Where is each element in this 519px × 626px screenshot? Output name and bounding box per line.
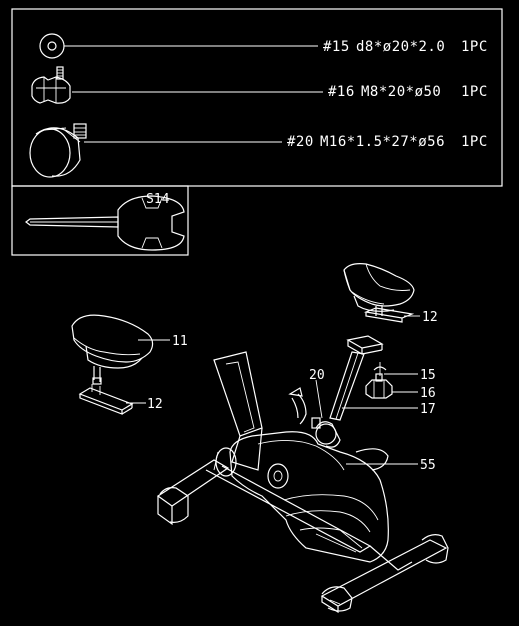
hardware-15-spec: d8*ø20*2.0 <box>356 39 445 55</box>
callout-11: 11 <box>172 334 188 349</box>
hardware-16-ref: #16 <box>328 84 355 100</box>
callout-15: 15 <box>420 368 436 383</box>
callout-17: 17 <box>420 402 436 417</box>
seat-slider-left <box>78 384 134 415</box>
callout-12-right: 12 <box>422 310 438 325</box>
star-knob-bolt-icon <box>31 66 71 104</box>
tool-box <box>11 185 189 256</box>
hardware-box <box>11 8 503 187</box>
bike-frame-drawing <box>156 351 449 614</box>
wrench-tool-icon <box>25 195 185 251</box>
hardware-15-qty: 1PC <box>461 39 488 55</box>
round-knob-icon <box>29 123 87 178</box>
washer-icon <box>39 33 65 59</box>
seat-post-drawing <box>329 335 384 421</box>
rotate-arrow-icon <box>288 387 307 425</box>
callout-20: 20 <box>309 368 325 383</box>
callout-55: 55 <box>420 458 436 473</box>
callout-16: 16 <box>420 386 436 401</box>
hardware-20-ref: #20 <box>287 134 314 150</box>
hardware-20-qty: 1PC <box>461 134 488 150</box>
hardware-20-spec: M16*1.5*27*ø56 <box>320 134 445 150</box>
seat-slider-right <box>363 307 415 323</box>
knob-20-drawing <box>311 417 341 448</box>
bolt-16-drawing <box>365 373 393 399</box>
leader-line-20b <box>315 379 323 419</box>
hardware-16-spec: M8*20*ø50 <box>361 84 441 100</box>
seat-left-drawing <box>71 314 154 385</box>
hardware-16-qty: 1PC <box>461 84 488 100</box>
tool-label: S14 <box>146 192 170 207</box>
callout-12-left: 12 <box>147 397 163 412</box>
hardware-15-ref: #15 <box>323 39 350 55</box>
